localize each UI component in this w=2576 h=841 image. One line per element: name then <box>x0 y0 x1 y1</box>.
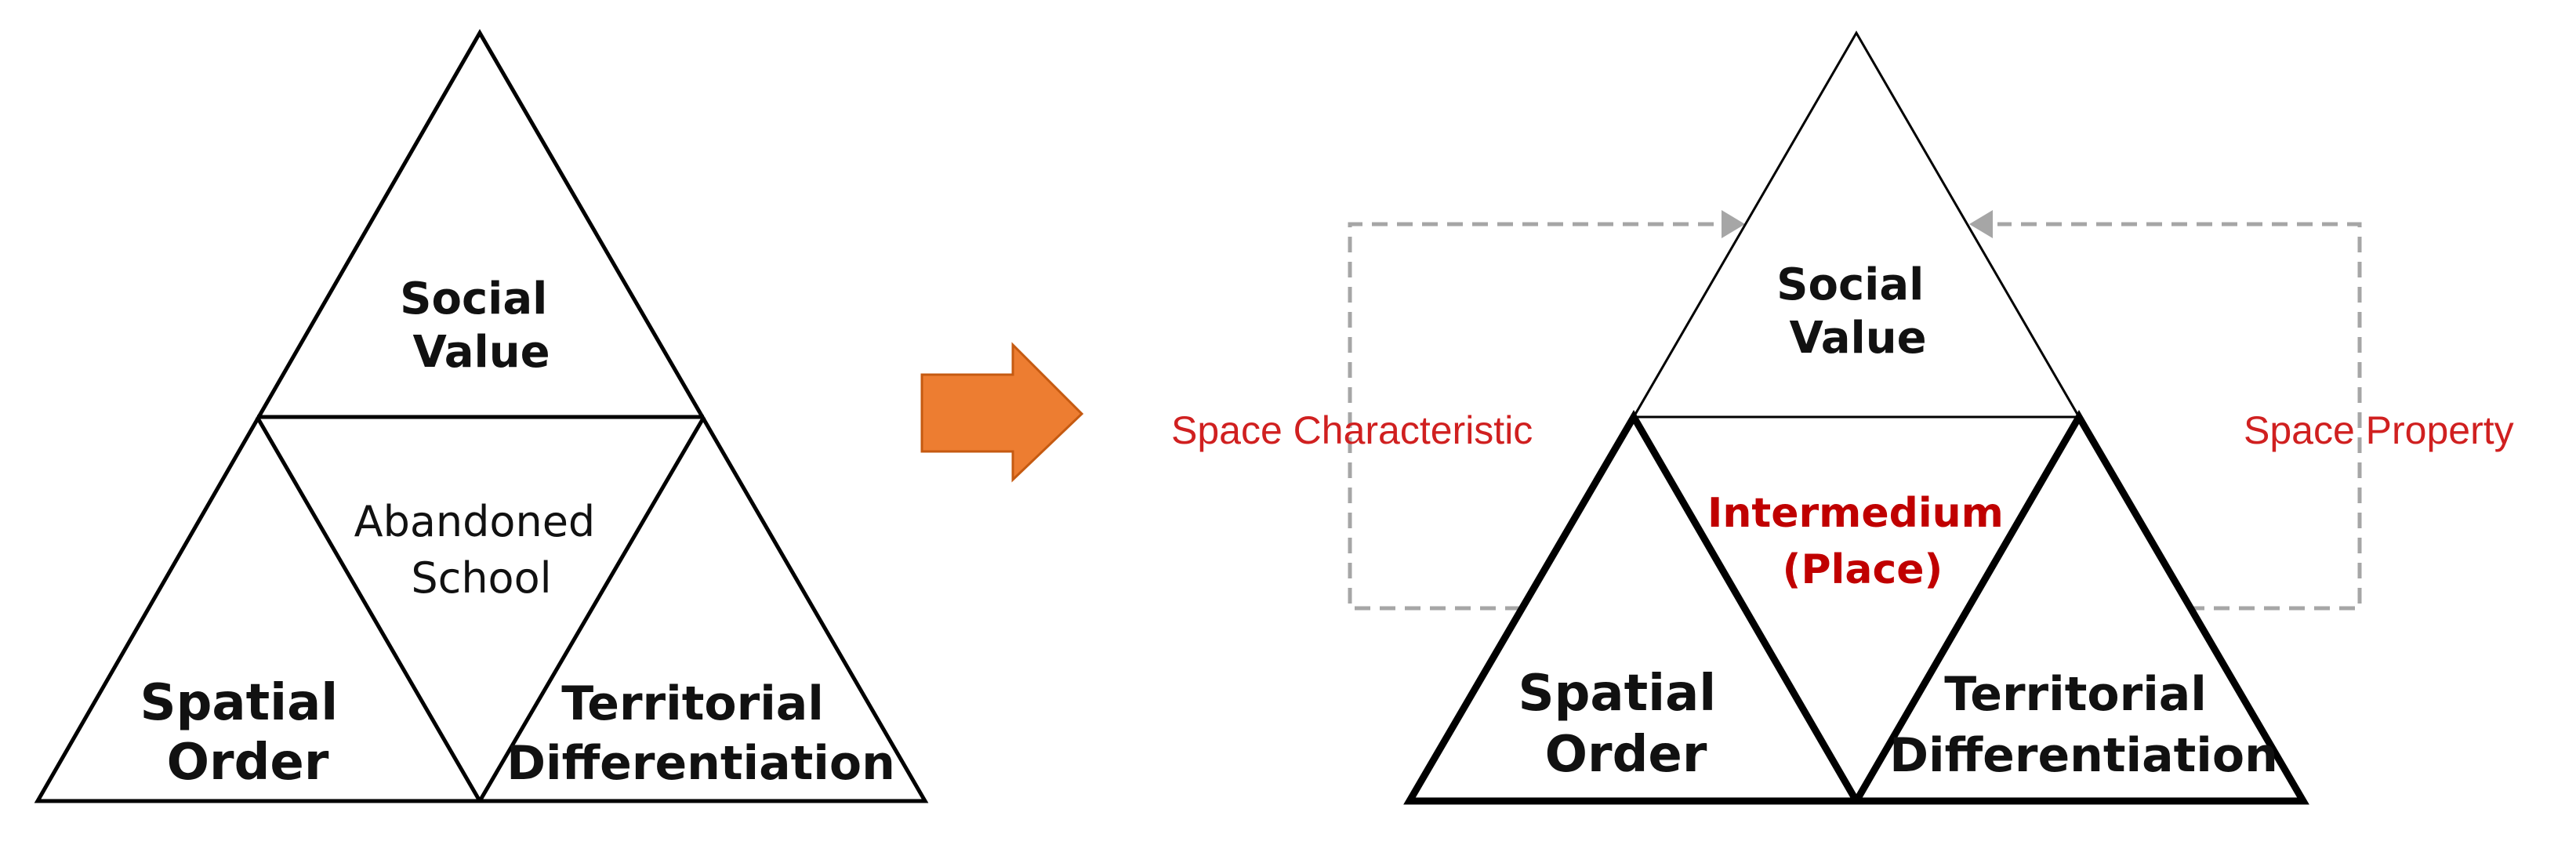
right-center-label-line2: (Place) <box>1783 546 1943 593</box>
right-left-label-line1: Spatial <box>1518 665 1716 723</box>
left-top-label-line2: Value <box>412 327 550 378</box>
right-top-label: Social Value <box>1776 259 1939 364</box>
left-center-label-line1: Abandoned <box>354 497 596 546</box>
left-left-label: Spatial Order <box>140 674 355 792</box>
left-inner-edge-right <box>477 415 706 803</box>
block-arrow-right-icon <box>920 342 1084 483</box>
right-bottom-left-triangle <box>1403 410 1863 805</box>
left-left-label-line1: Spatial <box>140 674 338 732</box>
left-center-label-line2: School <box>411 553 551 603</box>
right-left-label-line2: Order <box>1545 726 1707 784</box>
right-top-label-line1: Social <box>1776 259 1924 310</box>
right-diagram: Social Value Intermedium (Place) Spatial… <box>1171 31 2514 805</box>
left-diagram: Social Value Abandoned School Spatial Or… <box>34 29 929 803</box>
right-center-label-line1: Intermedium <box>1707 490 2004 537</box>
right-center-label: Intermedium (Place) <box>1707 490 2018 593</box>
right-left-label: Spatial Order <box>1518 665 1733 784</box>
left-center-label: Abandoned School <box>354 497 609 603</box>
space-property-label: Space Property <box>2244 408 2514 452</box>
right-top-triangle-edges <box>1632 31 2081 418</box>
right-right-label-line2: Differentiation <box>1889 728 2278 783</box>
left-right-label-line2: Differentiation <box>506 736 895 791</box>
right-right-label-line1: Territorial <box>1944 667 2207 722</box>
left-left-label-line2: Order <box>167 734 329 792</box>
space-characteristic-label: Space Characteristic <box>1171 408 1533 452</box>
left-dashed-arrowhead-icon <box>1722 210 1745 238</box>
left-top-label: Social Value <box>400 274 563 378</box>
left-top-label-line1: Social <box>400 274 547 324</box>
transition-arrow <box>920 342 1084 483</box>
right-right-label: Territorial Differentiation <box>1889 667 2278 783</box>
left-dashed-connector <box>1348 222 1722 611</box>
right-dashed-arrowhead-icon <box>1969 210 1993 238</box>
right-bottom-right-triangle <box>1850 410 2309 805</box>
left-right-label-line1: Territorial <box>561 676 824 731</box>
left-right-label: Territorial Differentiation <box>506 676 895 791</box>
dashed-connectors <box>1348 222 2362 611</box>
right-top-label-line2: Value <box>1789 313 1926 364</box>
right-dashed-connector <box>1997 222 2362 611</box>
left-inner-edge-left <box>255 415 482 803</box>
